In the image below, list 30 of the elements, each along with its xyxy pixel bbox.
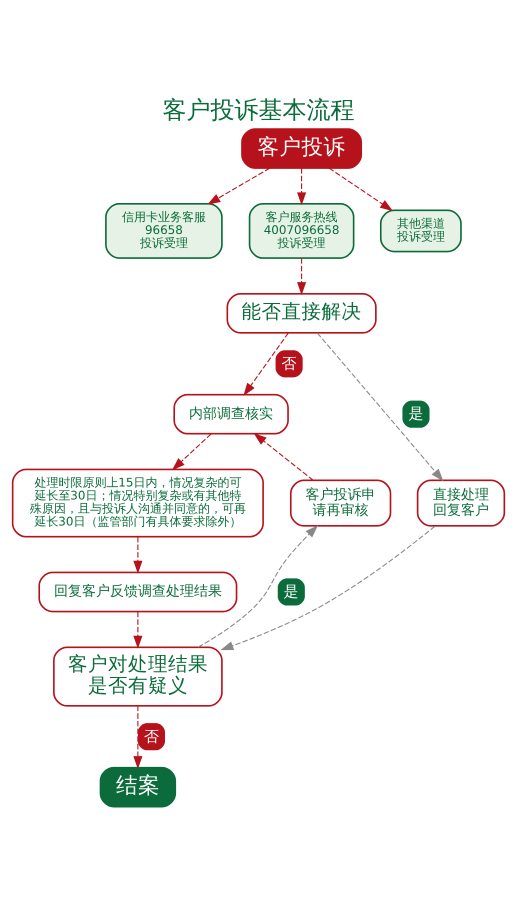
node-box: 客户服务热线 4007096658 投诉受理: [248, 202, 354, 258]
arrow: [133, 536, 142, 574]
edge-label: 是: [408, 404, 424, 422]
node-box: 内部调查核实: [173, 393, 289, 434]
arrow: [254, 432, 314, 480]
edge-label: 否: [144, 726, 159, 745]
node-box: 其他渠道投诉受理: [380, 209, 462, 252]
node-box: 客户投诉申请再审核: [290, 479, 392, 526]
arrow: [220, 525, 436, 650]
edge-label: 是: [284, 582, 299, 600]
arrow: [243, 332, 289, 396]
arrow: [328, 167, 394, 211]
arrow: [297, 258, 306, 295]
node-box: 能否直接解决: [226, 292, 377, 334]
arrow: [133, 611, 142, 648]
node-box: 信用卡业务客服 96658 投诉受理: [105, 202, 223, 258]
arrow: [297, 168, 306, 205]
diagram-title: 客户投诉基本流程: [162, 95, 354, 124]
edge-label: 否: [282, 354, 297, 372]
arrow: [317, 332, 444, 481]
arrow: [133, 705, 142, 769]
arrow: [198, 524, 318, 648]
node-box: 处理时限原则上15日内，情况复杂的可延长至30日；情况特别复杂或有其他特殊原因，且与投诉人沟通并同意的，可再延长30日（监管部门有具体要求除外）: [12, 468, 264, 537]
arrow: [172, 433, 212, 470]
node-box: 客户对处理结果是否有疑义: [53, 646, 223, 706]
node-box: 结案: [100, 766, 176, 807]
node-box: 回复客户反馈调查处理结果: [38, 571, 238, 612]
arrow: [207, 167, 270, 204]
node-box: 客户投诉: [241, 128, 362, 168]
node-box: 直接处理回复客户: [416, 479, 506, 526]
